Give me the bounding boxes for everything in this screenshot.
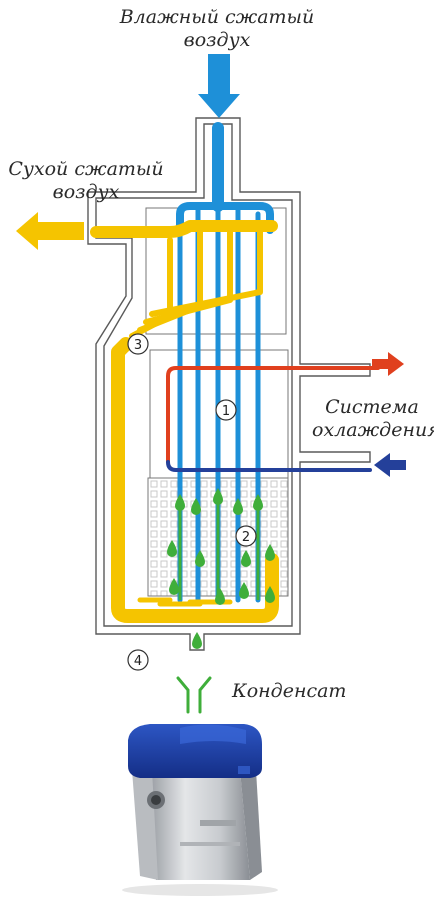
housing-outline [87, 117, 371, 651]
cooling-system-label: Система охлаждения [312, 396, 434, 442]
condensate-label: Конденсат [232, 680, 347, 702]
marker-3: 3 [127, 333, 149, 355]
condensate-funnel-icon [176, 676, 212, 714]
dry-air-label: Сухой сжатый воздух [6, 158, 166, 204]
cooling-label-line2: охлаждения [312, 419, 434, 441]
dry-air-label-line1: Сухой сжатый [8, 158, 164, 180]
marker-1-text: 1 [222, 404, 230, 419]
dry-air-label-line2: воздух [52, 181, 120, 203]
dry-air-outlet-arrow [16, 212, 84, 250]
marker-3-text: 3 [134, 338, 142, 353]
cooling-arrows [372, 352, 406, 477]
marker-2-text: 2 [242, 530, 250, 545]
wet-air-label-line2: воздух [183, 29, 251, 51]
wet-air-label: Влажный сжатый воздух [112, 6, 322, 52]
marker-4-text: 4 [134, 654, 142, 669]
wet-air-label-line1: Влажный сжатый [119, 6, 315, 28]
marker-4: 4 [127, 649, 149, 671]
marker-1: 1 [215, 399, 237, 421]
condensate-droplets [167, 488, 275, 649]
wet-air-inlet-arrow [198, 54, 240, 118]
marker-2: 2 [235, 525, 257, 547]
condensate-drain-device [122, 724, 278, 896]
cooling-label-line1: Система [325, 396, 419, 418]
dry-air-pipes [90, 220, 279, 623]
